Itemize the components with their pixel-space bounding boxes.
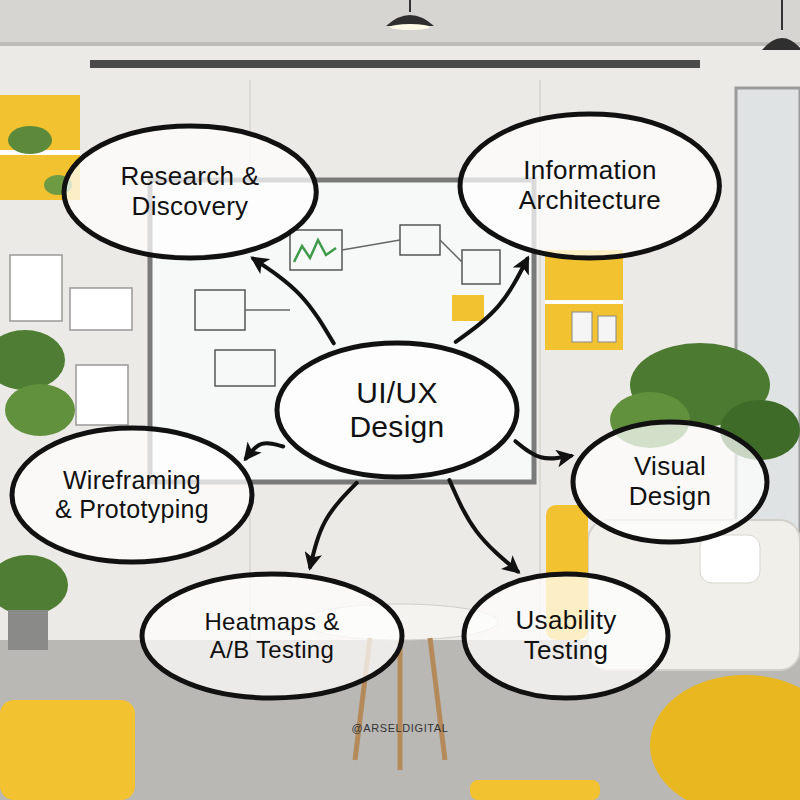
text-group: UI/UX Design bbox=[327, 376, 467, 445]
text-group: Heatmaps & A/B Testing bbox=[197, 608, 347, 663]
pinned-paper bbox=[70, 288, 132, 330]
yellow-seat bbox=[470, 780, 600, 800]
arrow-connector bbox=[515, 441, 571, 458]
cushion bbox=[700, 535, 760, 583]
arrow-connector bbox=[246, 443, 283, 458]
ceiling bbox=[0, 0, 800, 42]
arrow-connector bbox=[456, 259, 528, 342]
sketch-box bbox=[462, 250, 500, 284]
watermark: @ARSELDIGITAL bbox=[351, 722, 448, 734]
sketch-box bbox=[195, 290, 245, 330]
text-group: Wireframing & Prototyping bbox=[55, 466, 209, 524]
topic-text: Information Architecture bbox=[505, 156, 675, 216]
topic-ellipse: Heatmaps & A/B Testing bbox=[139, 571, 405, 701]
yellow-sofa bbox=[0, 700, 135, 800]
pinned-paper bbox=[76, 365, 128, 425]
arrow-connector bbox=[449, 480, 517, 571]
pinned-paper bbox=[10, 255, 62, 321]
sketch-box bbox=[400, 225, 440, 255]
arrow-connector bbox=[310, 483, 357, 567]
ellipse-shape bbox=[460, 114, 719, 258]
ellipse-shape bbox=[142, 574, 402, 698]
topic-ellipse: Research & Discovery bbox=[61, 123, 319, 261]
ellipse-shape bbox=[464, 574, 668, 698]
ellipse-shape bbox=[64, 126, 316, 258]
text-group: Information Architecture bbox=[505, 156, 675, 216]
topic-text: Wireframing & Prototyping bbox=[55, 466, 209, 524]
topic-text: Research & Discovery bbox=[107, 162, 272, 222]
text-group: Research & Discovery bbox=[107, 162, 272, 222]
lamp-cord bbox=[409, 0, 411, 12]
lamp-light bbox=[390, 24, 430, 30]
ceiling-edge bbox=[0, 42, 800, 46]
sketch-box bbox=[215, 350, 275, 386]
ceiling-rail bbox=[90, 60, 700, 68]
shelf-board bbox=[545, 300, 623, 304]
topic-text: UI/UX Design bbox=[327, 376, 467, 445]
topic-ellipse: Wireframing & Prototyping bbox=[9, 425, 255, 565]
lamp-cord bbox=[781, 0, 783, 30]
plant bbox=[0, 330, 65, 390]
photo-frame bbox=[572, 312, 592, 342]
photo-frame bbox=[598, 316, 616, 342]
yellow-pouf bbox=[650, 675, 800, 800]
sketch-chart bbox=[294, 240, 336, 262]
shelf-plant bbox=[8, 126, 52, 154]
ellipse-shape bbox=[573, 422, 767, 542]
topic-text: Usability Testing bbox=[506, 606, 626, 666]
topic-ellipse: Information Architecture bbox=[457, 111, 722, 261]
topic-ellipse: Usability Testing bbox=[461, 571, 671, 701]
ellipse-shape bbox=[12, 428, 252, 562]
sticky-note bbox=[452, 295, 484, 321]
yellow-shelf bbox=[545, 250, 623, 350]
plant-pot bbox=[8, 610, 48, 650]
topic-text: Visual Design bbox=[615, 452, 725, 512]
text-group: Visual Design bbox=[615, 452, 725, 512]
topic-ellipse: Visual Design bbox=[570, 419, 770, 545]
plant bbox=[5, 384, 75, 436]
plant bbox=[0, 555, 68, 615]
pendant-lamp bbox=[762, 38, 800, 50]
sketch-links bbox=[245, 240, 462, 310]
ellipse-shape bbox=[277, 343, 517, 477]
text-group: Usability Testing bbox=[506, 606, 626, 666]
arrow-connector bbox=[253, 259, 333, 344]
central-topic-ellipse: UI/UX Design bbox=[274, 340, 520, 480]
topic-text: Heatmaps & A/B Testing bbox=[197, 608, 347, 663]
sketch-box bbox=[290, 230, 342, 270]
